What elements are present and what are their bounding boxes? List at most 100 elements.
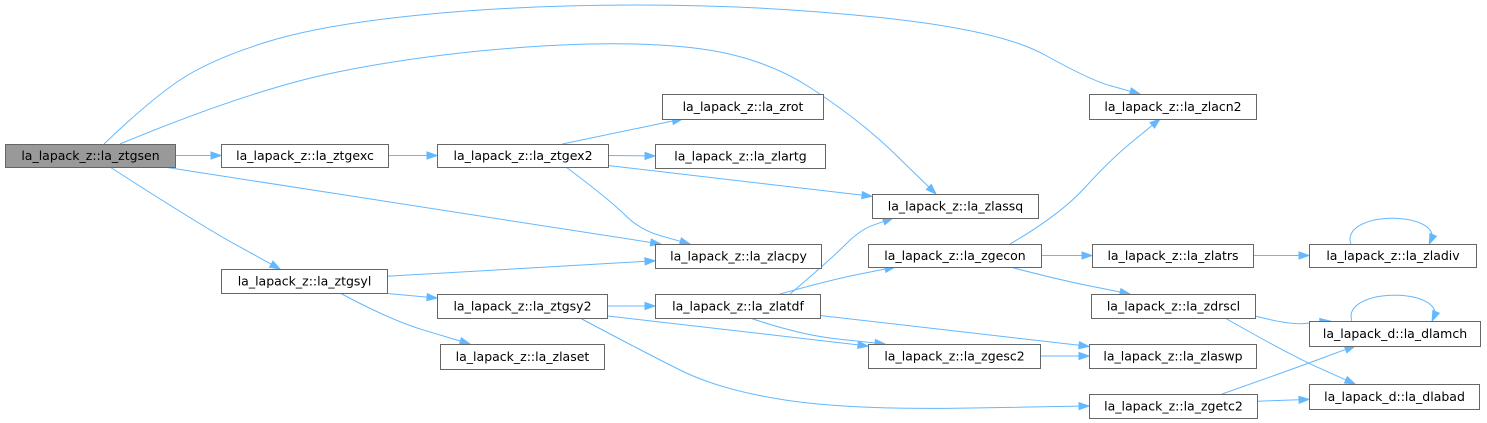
edge-line — [164, 166, 651, 243]
node-ztgex2[interactable]: la_lapack_z::la_ztgex2 — [437, 144, 609, 168]
edge-line — [749, 317, 876, 344]
node-zlacpy[interactable]: la_lapack_z::la_zlacpy — [655, 244, 822, 269]
edge-zgecon-to-zlatrs — [1041, 251, 1094, 260]
node-label: la_lapack_z::la_zlatrs — [1107, 248, 1238, 263]
node-zlaswp[interactable]: la_lapack_z::la_zlaswp — [1089, 344, 1257, 369]
node-label: la_lapack_z::la_zlartg — [674, 149, 807, 164]
edge-line — [1009, 124, 1153, 245]
node-box[interactable] — [5, 144, 176, 168]
node-zgetc2[interactable]: la_lapack_z::la_zgetc2 — [1089, 394, 1258, 419]
node-box[interactable] — [872, 194, 1039, 219]
node-zlartg[interactable]: la_lapack_z::la_zlartg — [655, 144, 826, 169]
edges-layer — [103, 4, 1441, 411]
node-box[interactable] — [1089, 394, 1258, 419]
node-box[interactable] — [221, 144, 389, 168]
node-box[interactable] — [655, 294, 821, 319]
node-zladiv[interactable]: la_lapack_z::la_zladiv — [1309, 244, 1477, 268]
edge-ztgsen-to-zlacn2 — [103, 4, 1142, 145]
edge-arrowhead — [1128, 87, 1142, 96]
edge-arrowhead — [881, 217, 895, 226]
node-box[interactable] — [655, 144, 826, 169]
edge-zgecon-to-zdrscl — [1009, 266, 1132, 297]
node-label: la_lapack_z::la_zgetc2 — [1104, 399, 1243, 414]
node-ztgsy2[interactable]: la_lapack_z::la_ztgsy2 — [437, 294, 608, 319]
edge-ztgsen-to-ztgexc — [175, 151, 223, 160]
edge-line — [386, 260, 646, 277]
node-box[interactable] — [868, 344, 1041, 369]
node-zdrscl[interactable]: la_lapack_z::la_zdrscl — [1091, 294, 1256, 319]
node-box[interactable] — [437, 294, 608, 319]
edge-line — [606, 315, 859, 346]
edge-line — [789, 220, 884, 295]
edge-arrowhead — [861, 190, 874, 200]
edge-ztgex2-to-zlacpy — [565, 166, 692, 246]
node-zgecon[interactable]: la_lapack_z::la_zgecon — [868, 244, 1042, 268]
node-box[interactable] — [1309, 244, 1477, 268]
node-zlatrs[interactable]: la_lapack_z::la_zlatrs — [1092, 244, 1254, 268]
node-ztgsyl[interactable]: la_lapack_z::la_ztgsyl — [221, 269, 388, 294]
node-label: la_lapack_z::la_ztgsyl — [238, 274, 372, 289]
node-label: la_lapack_z::la_zlassq — [888, 199, 1024, 214]
edge-zlatdf-to-zlaswp — [819, 314, 1091, 350]
edge-ztgsyl-to-ztgsy2 — [382, 292, 439, 302]
node-box[interactable] — [221, 269, 388, 294]
node-zrot[interactable]: la_lapack_z::la_zrot — [662, 94, 824, 120]
node-box[interactable] — [440, 344, 605, 370]
node-ztgsen[interactable]: la_lapack_z::la_ztgsen — [5, 144, 176, 168]
edge-ztgsen-to-ztgsyl — [109, 166, 282, 270]
edge-zladiv-to-zladiv — [1349, 217, 1438, 246]
edge-line — [1254, 315, 1321, 325]
edge-arrowhead — [1343, 345, 1357, 354]
edge-arrowhead — [1078, 401, 1091, 411]
edge-arrowhead — [268, 260, 282, 270]
node-label: la_lapack_z::la_zgesc2 — [884, 349, 1024, 364]
node-label: la_lapack_z::la_zlaswp — [1103, 349, 1242, 364]
node-box[interactable] — [662, 94, 824, 120]
edge-zlatdf-to-zgesc2 — [749, 317, 887, 348]
node-label: la_lapack_z::la_ztgsy2 — [453, 299, 591, 314]
node-box[interactable] — [655, 244, 822, 269]
edge-ztgsy2-to-zgesc2 — [606, 315, 870, 350]
edge-arrowhead — [1298, 251, 1311, 260]
node-zlassq[interactable]: la_lapack_z::la_zlassq — [872, 194, 1039, 219]
node-label: la_lapack_z::la_zlaset — [456, 349, 590, 364]
node-label: la_lapack_z::la_ztgsen — [21, 148, 159, 163]
edge-line — [109, 166, 272, 265]
node-dlamch[interactable]: la_lapack_d::la_dlamch — [1309, 321, 1481, 347]
node-label: la_lapack_z::la_zlacpy — [670, 249, 807, 264]
edge-line — [1256, 399, 1300, 402]
node-label: la_lapack_z::la_zlacn2 — [1104, 99, 1241, 114]
node-box[interactable] — [1092, 244, 1254, 268]
node-box[interactable] — [1089, 344, 1257, 369]
node-dlabad[interactable]: la_lapack_d::la_dlabad — [1309, 384, 1480, 410]
edge-line — [779, 268, 886, 295]
edge-arrowhead — [426, 292, 439, 302]
edge-arrowhead — [1078, 341, 1091, 350]
edge-arrowhead — [1298, 395, 1311, 404]
edge-arrowhead — [1078, 351, 1091, 361]
node-ztgexc[interactable]: la_lapack_z::la_ztgexc — [221, 144, 389, 168]
edge-line — [103, 4, 1131, 145]
edge-arrowhead — [1431, 309, 1441, 323]
node-box[interactable] — [1091, 294, 1256, 319]
node-zlatdf[interactable]: la_lapack_z::la_zlatdf — [655, 294, 821, 319]
node-label: la_lapack_d::la_dlamch — [1323, 326, 1467, 341]
node-box[interactable] — [1309, 384, 1480, 410]
edge-ztgsy2-to-zgetc2 — [579, 317, 1091, 411]
edge-line — [819, 314, 1080, 346]
node-zgesc2[interactable]: la_lapack_z::la_zgesc2 — [868, 344, 1041, 369]
node-box[interactable] — [1309, 321, 1481, 347]
node-label: la_lapack_z::la_ztgex2 — [453, 148, 592, 163]
edge-line — [565, 166, 681, 242]
edge-ztgsen-to-zlassq — [119, 43, 938, 196]
node-zlaset[interactable]: la_lapack_z::la_zlaset — [440, 344, 605, 370]
node-box[interactable] — [437, 144, 609, 168]
edge-ztgexc-to-ztgex2 — [388, 151, 439, 160]
edge-line — [1349, 217, 1433, 245]
node-box[interactable] — [1089, 94, 1257, 120]
node-zlacn2[interactable]: la_lapack_z::la_zlacn2 — [1089, 94, 1257, 120]
node-label: la_lapack_d::la_dlabad — [1324, 389, 1465, 404]
node-box[interactable] — [868, 244, 1042, 268]
